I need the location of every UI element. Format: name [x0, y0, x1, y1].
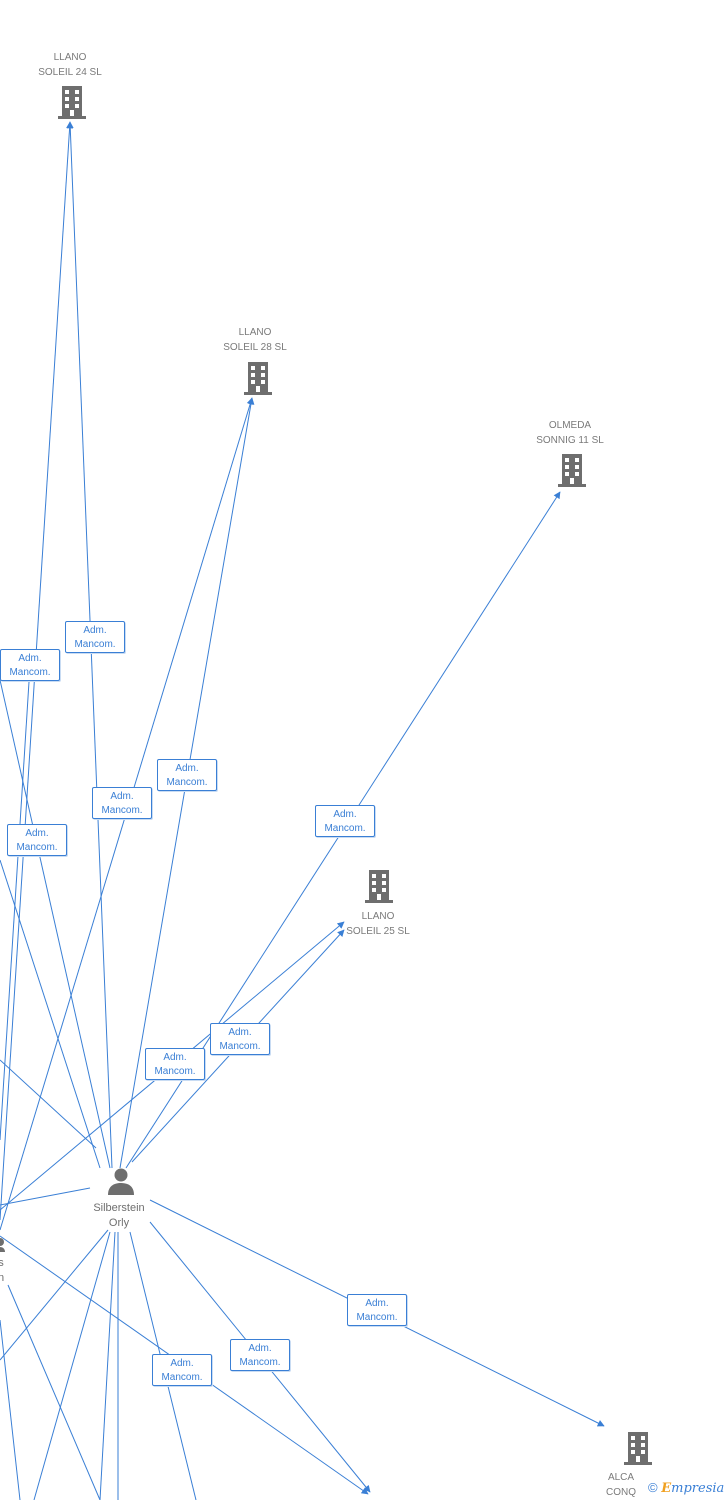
edge-label[interactable]: Adm. Mancom.	[65, 621, 125, 653]
company-line2: SOLEIL 24 SL	[38, 67, 102, 78]
building-icon[interactable]	[363, 868, 395, 904]
edge-label[interactable]: Adm. Mancom.	[92, 787, 152, 819]
edge-left-g	[7, 1284, 101, 1500]
edge-label[interactable]: Adm. Mancom.	[152, 1354, 212, 1386]
edge-left-a	[0, 679, 111, 1169]
company-label-llano24[interactable]: LLANO SOLEIL 24 SL	[30, 50, 110, 80]
edge-label-line2: Mancom.	[154, 1066, 196, 1077]
edge-label-line1: Adm.	[83, 625, 107, 636]
building-icon[interactable]	[242, 360, 274, 396]
edge-label-line2: Mancom.	[101, 805, 143, 816]
person-line1: s	[0, 1257, 4, 1269]
edge-label-line1: Adm.	[18, 653, 42, 664]
empresia-logo-rest: mpresia	[671, 1481, 725, 1496]
edge-label-line2: Mancom.	[16, 842, 58, 853]
edge-down-1	[0, 1229, 109, 1361]
company-line1: LLANO	[53, 52, 87, 63]
empresia-logo: Empresia	[661, 1481, 724, 1496]
edge-label-line1: Adm.	[170, 1358, 194, 1369]
person-line1: Silberstein	[93, 1202, 145, 1214]
edge-label-line1: Adm.	[248, 1343, 272, 1354]
company-line2: SOLEIL 25 SL	[346, 926, 410, 937]
company-line1: LLANO	[238, 327, 272, 338]
edge-label-line2: Mancom.	[356, 1312, 398, 1323]
edge-left-d	[0, 665, 31, 1141]
edge-label-line1: Adm.	[25, 828, 49, 839]
edge-down-3	[99, 1231, 116, 1500]
company-line2: SOLEIL 28 SL	[223, 342, 287, 353]
person-label-partial[interactable]: s n	[0, 1256, 6, 1286]
company-label-olmeda11[interactable]: OLMEDA SONNIG 11 SL	[530, 418, 610, 448]
building-icon[interactable]	[56, 84, 88, 120]
person-line2: Orly	[108, 1217, 130, 1229]
edge-left-h	[0, 1319, 21, 1500]
person-label-silberstein[interactable]: Silberstein Orly	[79, 1201, 159, 1231]
edge-label[interactable]: Adm. Mancom.	[7, 824, 67, 856]
person-line2: n	[0, 1272, 5, 1284]
edge-left-c	[0, 1059, 97, 1149]
edge-label[interactable]: Adm. Mancom.	[315, 805, 375, 837]
edge-left-e	[0, 1187, 91, 1206]
person-icon[interactable]	[106, 1166, 136, 1196]
company-label-llano28[interactable]: LLANO SOLEIL 28 SL	[215, 325, 295, 355]
company-line2: SONNIG 11 SL	[536, 435, 604, 446]
edge-left-b	[0, 859, 101, 1169]
company-line2: CONQ	[606, 1487, 636, 1498]
edge-down-2	[33, 1231, 111, 1500]
edge-label-line1: Adm.	[365, 1298, 389, 1309]
edge-label-line2: Mancom.	[239, 1357, 281, 1368]
edge-label-line2: Mancom.	[161, 1372, 203, 1383]
edge-label[interactable]: Adm. Mancom.	[230, 1339, 290, 1371]
edge-label[interactable]: Adm. Mancom.	[210, 1023, 270, 1055]
person-icon[interactable]	[0, 1238, 10, 1252]
edge-label-line1: Adm.	[228, 1027, 252, 1038]
empresia-logo-e: E	[661, 1481, 672, 1496]
building-icon[interactable]	[556, 452, 588, 488]
edge-label-line1: Adm.	[333, 809, 357, 820]
edge-label-line2: Mancom.	[9, 667, 51, 678]
edge-label[interactable]: Adm. Mancom.	[0, 649, 60, 681]
edge-label-line2: Mancom.	[324, 823, 366, 834]
edge-label[interactable]: Adm. Mancom.	[347, 1294, 407, 1326]
company-label-alca[interactable]: ALCA CONQ	[596, 1470, 646, 1500]
edge-label-line1: Adm.	[110, 791, 134, 802]
edge-label-line1: Adm.	[175, 763, 199, 774]
edge-label[interactable]: Adm. Mancom.	[145, 1048, 205, 1080]
company-line1: LLANO	[361, 911, 395, 922]
edge-label-line2: Mancom.	[219, 1041, 261, 1052]
company-line1: ALCA	[607, 1472, 635, 1483]
edge-label-line1: Adm.	[163, 1052, 187, 1063]
empresia-credit[interactable]: © Empresia	[648, 1478, 724, 1499]
company-label-llano25[interactable]: LLANO SOLEIL 25 SL	[338, 909, 418, 939]
company-line1: OLMEDA	[548, 420, 592, 431]
building-icon[interactable]	[622, 1430, 654, 1466]
copyright-symbol: ©	[648, 1480, 658, 1495]
edge-label[interactable]: Adm. Mancom.	[157, 759, 217, 791]
edge-label-line2: Mancom.	[166, 777, 208, 788]
edge-label-line2: Mancom.	[74, 639, 116, 650]
